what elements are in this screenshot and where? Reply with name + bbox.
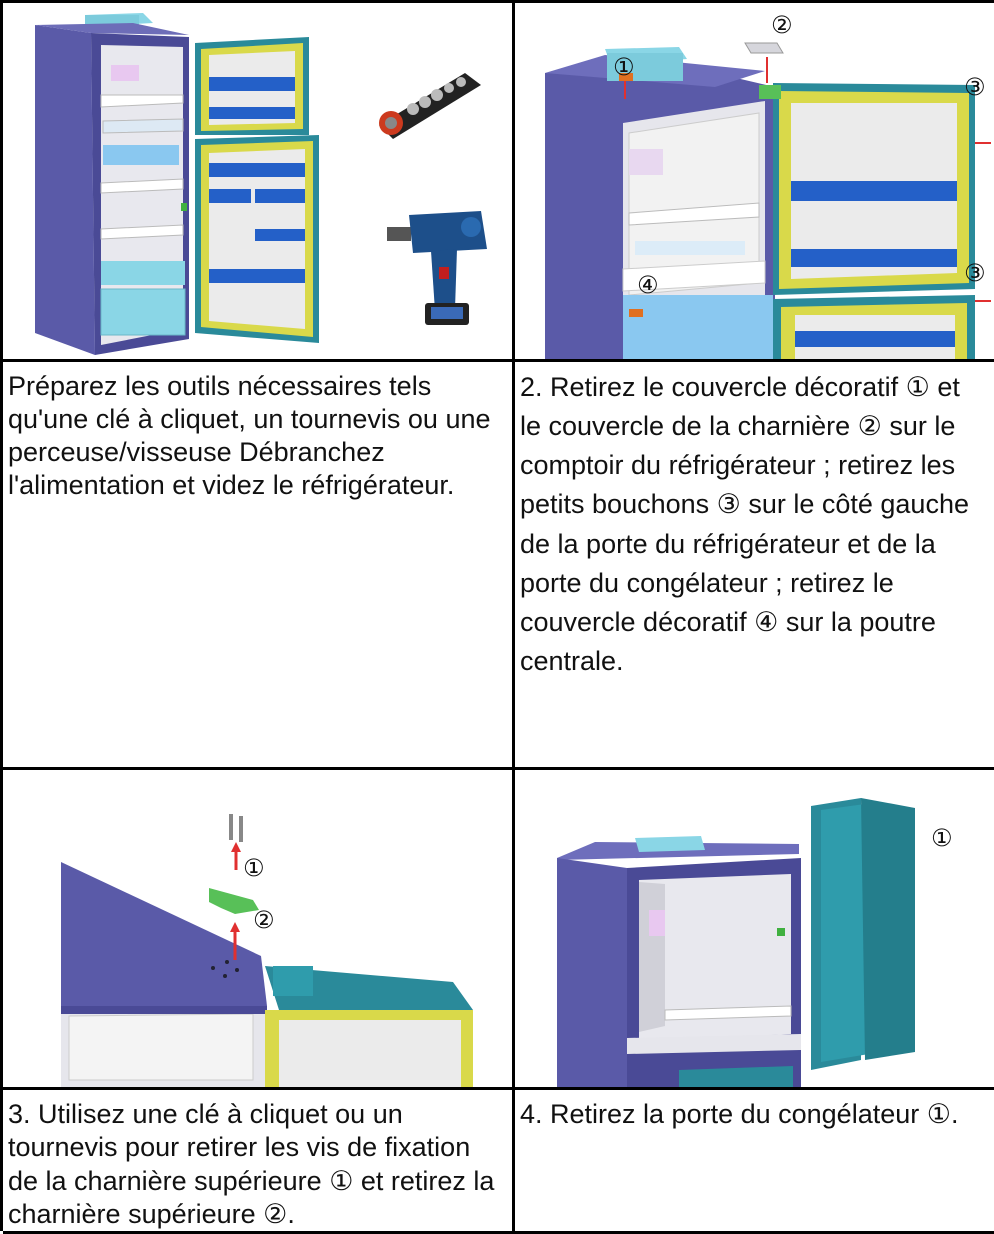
step-1-text: Préparez les outils nécessaires tels qu'…	[8, 371, 491, 500]
step-4-text: 4. Retirez la porte du congélateur ①.	[520, 1099, 959, 1129]
callout-1: ①	[243, 854, 265, 882]
callout-2: ②	[771, 11, 793, 39]
step-3-text-cell: 3. Utilisez une clé à cliquet ou un tour…	[3, 1090, 515, 1234]
door-removal-illustration	[557, 798, 915, 1087]
open-fridge-illustration	[35, 13, 319, 355]
image-step-2: ① ② ③ ③ ④	[515, 3, 994, 362]
callout-1: ①	[931, 824, 953, 852]
step-3-text: 3. Utilisez une clé à cliquet ou un tour…	[8, 1099, 495, 1230]
callout-2: ②	[253, 906, 275, 934]
callout-4: ④	[637, 271, 659, 299]
power-drill-icon	[387, 211, 487, 325]
fridge-top-callouts-illustration	[545, 42, 991, 359]
callout-3-lower: ③	[964, 259, 986, 287]
image-step-1	[3, 3, 515, 362]
step-4-text-cell: 4. Retirez la porte du congélateur ①.	[515, 1090, 994, 1234]
ratchet-socket-set-icon	[379, 73, 481, 139]
image-step-3: ① ②	[3, 770, 515, 1090]
step-1-text-cell: Préparez les outils nécessaires tels qu'…	[3, 362, 515, 770]
step-2-text-cell: 2. Retirez le couvercle décoratif ① et l…	[515, 362, 994, 770]
callout-3-upper: ③	[964, 73, 986, 101]
hinge-removal-illustration	[61, 814, 473, 1087]
step-2-text: 2. Retirez le couvercle décoratif ① et l…	[520, 372, 969, 676]
callout-1: ①	[613, 53, 635, 81]
image-step-4: ①	[515, 770, 994, 1090]
